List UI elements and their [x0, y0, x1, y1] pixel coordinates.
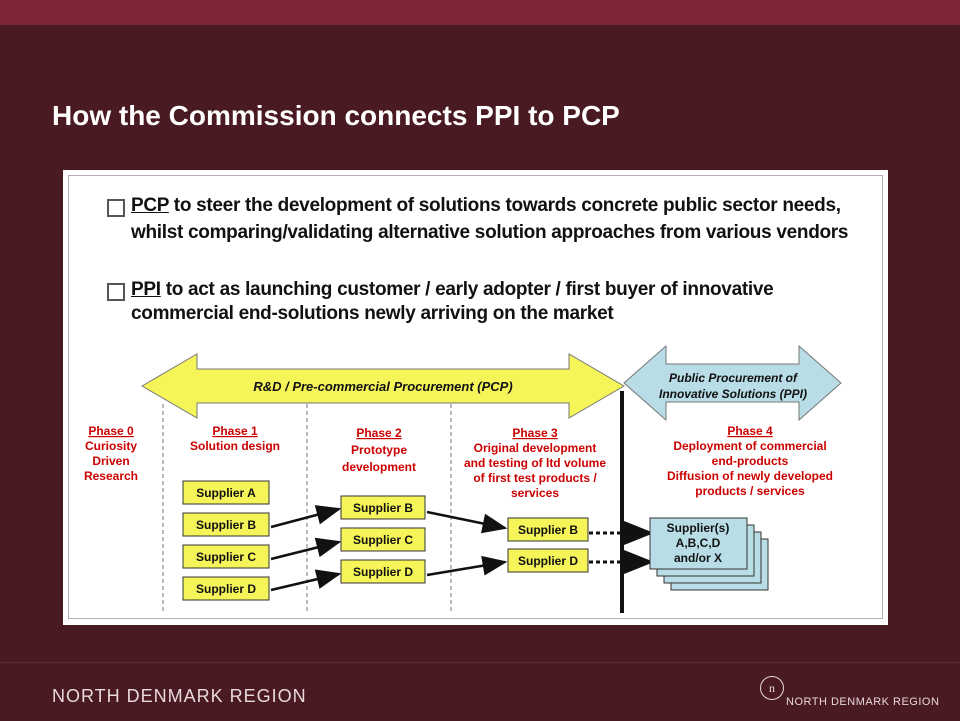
bullet-pcp-text: to steer the development of solutions to…	[168, 195, 841, 216]
supplier-stack: Supplier(s) A,B,C,D and/or X	[649, 517, 769, 591]
supplier-label: Supplier B	[518, 523, 578, 537]
phase3-line: Original development	[474, 441, 597, 455]
region-logo-icon: n	[760, 676, 784, 700]
phase3-title: Phase 3	[512, 426, 558, 440]
bullet-pcp-line2: whilst comparing/validating alternative …	[131, 222, 849, 243]
phase2-line: Prototype	[351, 443, 407, 457]
supplier-label: Supplier C	[353, 533, 413, 547]
phase2-line: development	[342, 460, 416, 474]
phase3-line: of first test products /	[473, 471, 597, 485]
phase0-line: Driven	[92, 454, 129, 468]
bullet-ppi-line1: PPI to act as launching customer / early…	[131, 277, 774, 303]
supplier-box: Supplier B	[340, 495, 426, 520]
checkbox-bullet-icon	[107, 199, 125, 217]
bullet-ppi-term: PPI	[131, 279, 161, 300]
footer-logo-text: NORTH DENMARK REGION	[786, 696, 940, 708]
supplier-stack-line: Supplier(s)	[667, 521, 730, 535]
flow-arrow	[270, 569, 342, 592]
supplier-box: Supplier C	[340, 527, 426, 552]
pcp-arrow	[141, 353, 625, 419]
supplier-box: Supplier B	[507, 517, 589, 542]
supplier-stack-line: A,B,C,D	[676, 536, 721, 550]
supplier-box: Supplier D	[182, 576, 270, 601]
supplier-label: Supplier D	[518, 554, 578, 568]
flow-arrow	[270, 537, 342, 561]
pcp-arrow-label: R&D / Pre-commercial Procurement (PCP)	[253, 379, 512, 394]
ppi-arrow-label-line1: Public Procurement of	[669, 371, 798, 385]
slide-title: How the Commission connects PPI to PCP	[52, 100, 620, 131]
supplier-box: Supplier D	[340, 559, 426, 584]
phase-diagram: R&D / Pre-commercial Procurement (PCP) P…	[84, 344, 842, 613]
phase2-title: Phase 2	[356, 426, 402, 440]
bullet-pcp-term: PCP	[131, 195, 169, 216]
supplier-box: Supplier A	[182, 480, 270, 505]
supplier-box: Supplier D	[507, 548, 589, 573]
footer-org-name: NORTH DENMARK REGION	[52, 686, 307, 706]
top-bar	[0, 0, 960, 25]
flow-arrow	[270, 505, 342, 529]
phase1-title: Phase 1	[212, 424, 258, 438]
ppi-arrow	[623, 344, 842, 422]
bullet-pcp-line1: PCP to steer the development of solution…	[131, 193, 841, 219]
phase4-line: Deployment of commercial	[673, 439, 826, 453]
diagram-panel: PCP to steer the development of solution…	[63, 170, 888, 625]
bullet-ppi-text: to act as launching customer / early ado…	[160, 279, 774, 300]
supplier-label: Supplier A	[196, 486, 256, 500]
phase4-line: Diffusion of newly developed	[667, 469, 833, 483]
phase4-line: end-products	[712, 454, 789, 468]
phase0-line: Curiosity	[85, 439, 137, 453]
ppi-arrow-label-line2: Innovative Solutions (PPI)	[659, 387, 807, 401]
phase0-line: Research	[84, 469, 138, 483]
diagram-frame: PCP to steer the development of solution…	[68, 175, 883, 619]
bullet-ppi-line2: commercial end-solutions newly arriving …	[131, 303, 614, 324]
phase3-line: services	[511, 486, 559, 500]
phase4-title: Phase 4	[727, 424, 773, 438]
supplier-label: Supplier B	[353, 501, 413, 515]
supplier-label: Supplier C	[196, 550, 256, 564]
checkbox-bullet-icon	[107, 283, 125, 301]
supplier-stack-line: and/or X	[674, 551, 722, 565]
phase3-line: and testing of ltd volume	[464, 456, 606, 470]
flow-arrow	[426, 555, 508, 577]
flow-arrow	[426, 510, 508, 534]
supplier-box: Supplier C	[182, 544, 270, 569]
supplier-label: Supplier B	[196, 518, 256, 532]
phase4-line: products / services	[695, 484, 805, 498]
phase1-line: Solution design	[190, 439, 280, 453]
supplier-box: Supplier B	[182, 512, 270, 537]
supplier-label: Supplier D	[353, 565, 413, 579]
phase0-title: Phase 0	[88, 424, 134, 438]
footer-bar	[0, 662, 960, 721]
supplier-label: Supplier D	[196, 582, 256, 596]
